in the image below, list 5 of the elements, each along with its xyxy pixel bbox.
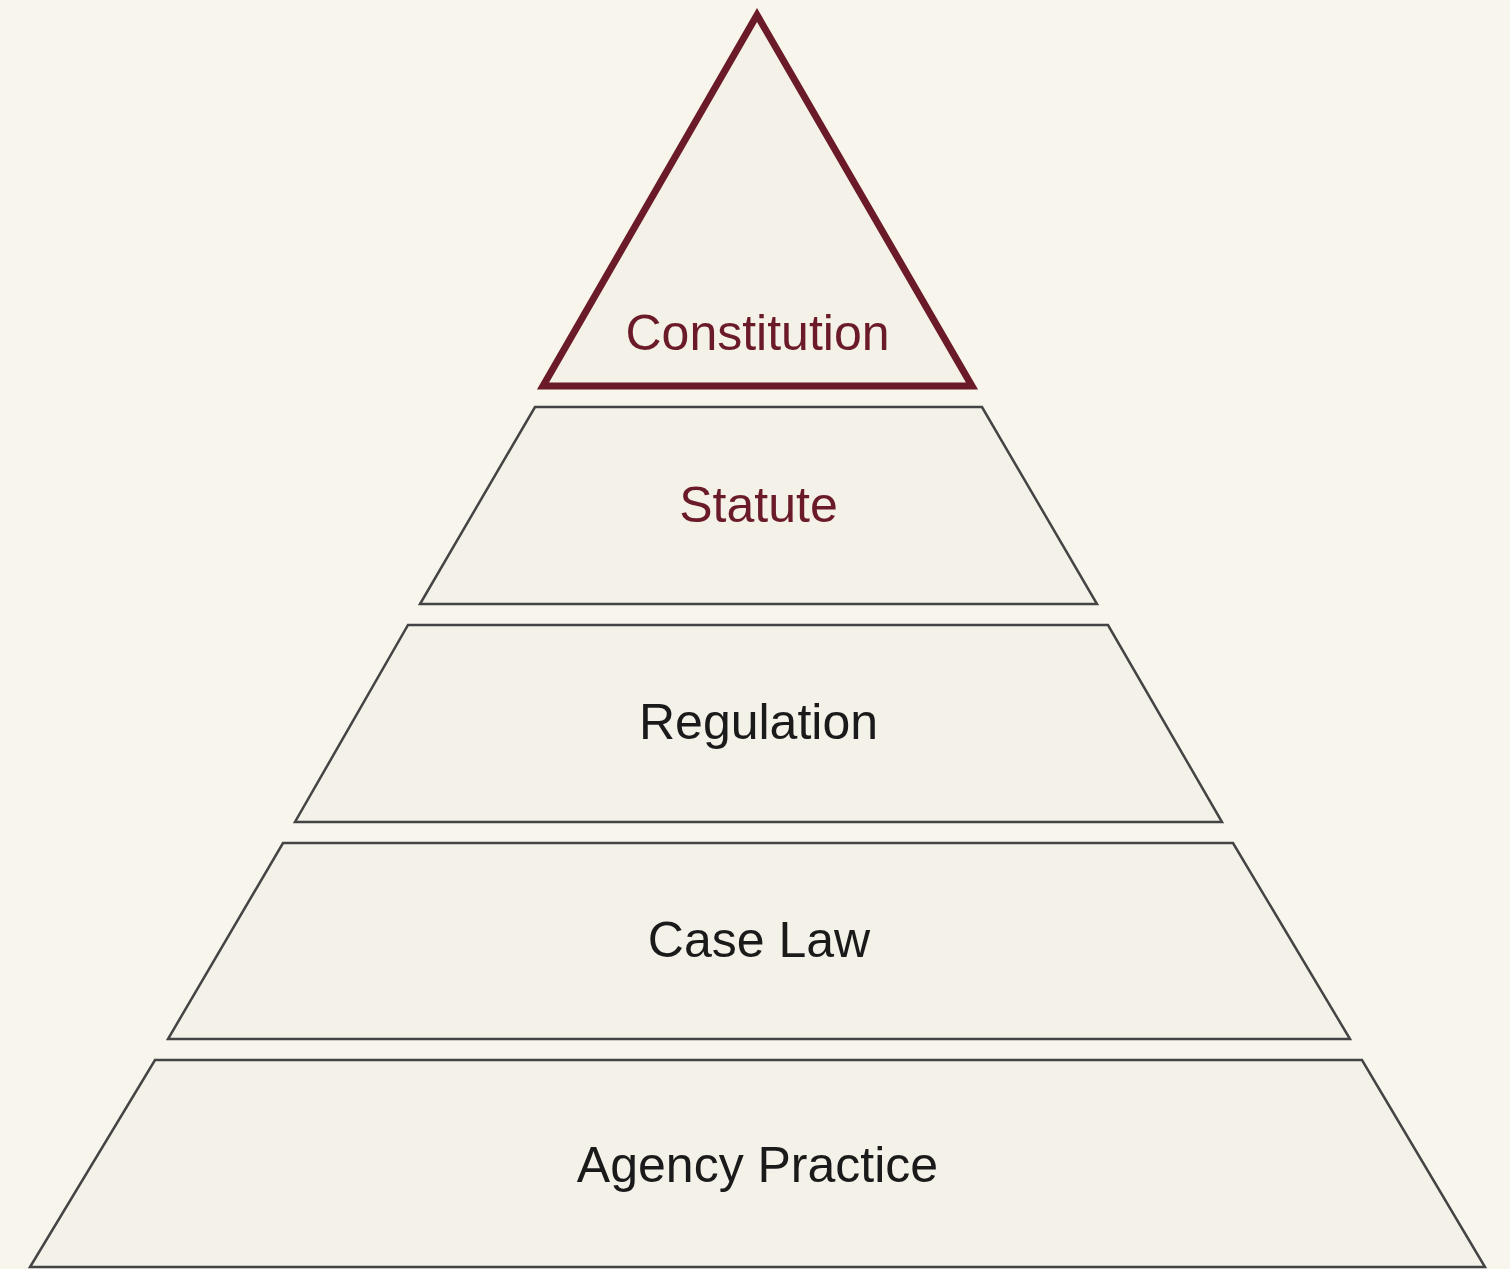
tier-label: Agency Practice [576,1136,939,1195]
tier-label: Case Law [647,911,871,970]
tier-label: Statute [679,476,838,535]
tier-label: Constitution [625,304,890,363]
tier-label: Regulation [638,693,879,752]
